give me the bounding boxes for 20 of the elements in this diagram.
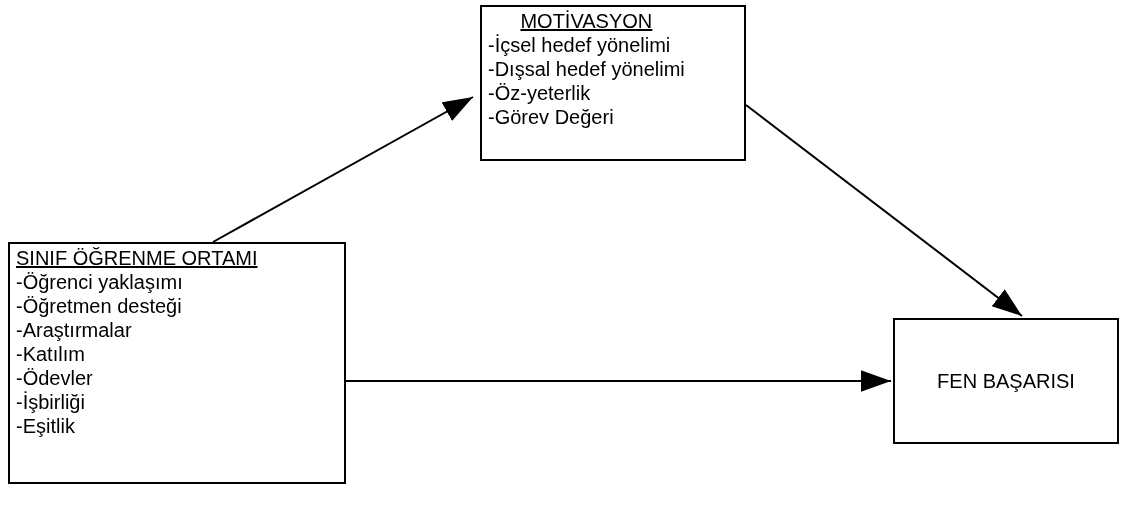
arrow — [345, 370, 892, 392]
arrow — [745, 104, 1023, 317]
box-heading: SINIF ÖĞRENME ORTAMI — [16, 246, 258, 270]
list-item: -Dışsal hedef yönelimi — [488, 57, 685, 81]
variable-box — [8, 242, 346, 484]
list-item: -Katılım — [16, 342, 86, 366]
list-item: -Araştırmalar — [16, 318, 133, 342]
list-item: -Öğretmen desteği — [16, 294, 183, 318]
list-item: -İşbirliği — [16, 390, 86, 414]
list-item: -Eşitlik — [16, 414, 76, 438]
arrow — [212, 96, 474, 243]
list-item: -Görev Değeri — [488, 105, 615, 129]
list-item: -Öz-yeterlik — [488, 81, 592, 105]
box-label: FEN BAŞARISI — [937, 369, 1075, 393]
list-item: -İçsel hedef yönelimi — [488, 33, 672, 57]
list-item: -Öğrenci yaklaşımı — [16, 270, 184, 294]
variable-box — [480, 5, 746, 161]
list-item: -Ödevler — [16, 366, 94, 390]
box-heading: MOTİVASYON — [519, 9, 654, 33]
outcome-box — [893, 318, 1119, 444]
